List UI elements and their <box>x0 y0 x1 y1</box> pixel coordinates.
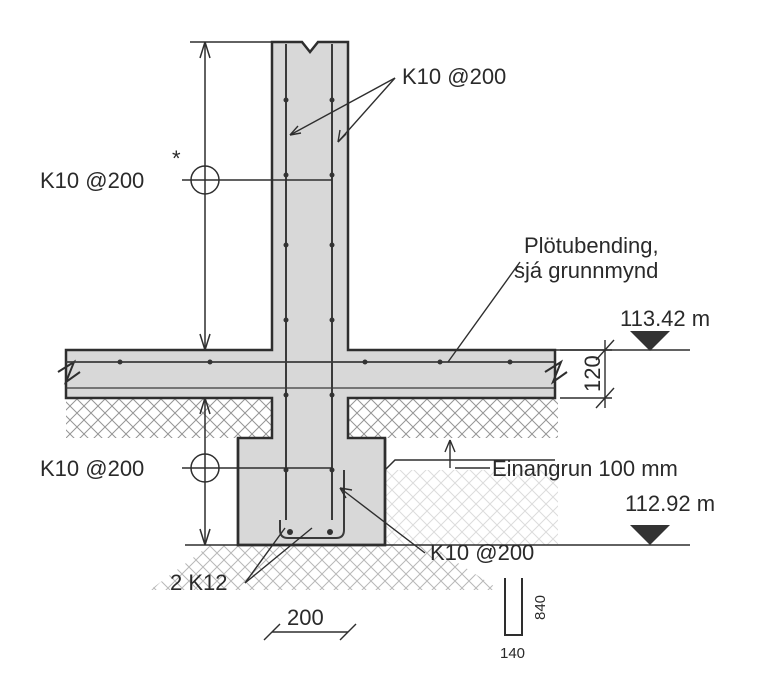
footing-outline <box>236 438 387 547</box>
label-two-k12: 2 K12 <box>170 570 228 595</box>
stirrup-detail <box>504 578 523 636</box>
label-plate-bending-1: Plötubending, <box>524 233 659 258</box>
label-k10-top: K10 @200 <box>402 64 506 89</box>
rebar-dots <box>117 97 513 535</box>
label-slab-thickness: 120 <box>580 355 605 392</box>
elevation-marker-bottom <box>630 525 670 545</box>
slab-break-left <box>57 359 81 385</box>
leaders <box>244 77 690 641</box>
elevation-marker-top <box>630 331 670 351</box>
label-plate-bending-2: sjá grunnmynd <box>514 258 658 283</box>
label-k10-left-upper: K10 @200 <box>40 168 144 193</box>
wall-outline <box>64 40 557 547</box>
label-stirrup-width: 140 <box>500 645 525 662</box>
label-elevation-bottom: 112.92 m <box>625 491 715 516</box>
rebar <box>66 44 555 539</box>
slab-break-right <box>544 359 568 385</box>
insulation-line <box>384 459 555 471</box>
label-insulation: Einangrun 100 mm <box>492 456 678 481</box>
label-asterisk: * <box>172 146 181 171</box>
label-stirrup-height: 840 <box>532 595 549 620</box>
left-dimension <box>182 41 332 546</box>
label-elevation-top: 113.42 m <box>620 306 710 331</box>
concrete-section <box>57 40 568 547</box>
label-k10-left-lower: K10 @200 <box>40 456 144 481</box>
label-width-200: 200 <box>287 605 324 630</box>
label-k10-bottom: K10 @200 <box>430 540 534 565</box>
